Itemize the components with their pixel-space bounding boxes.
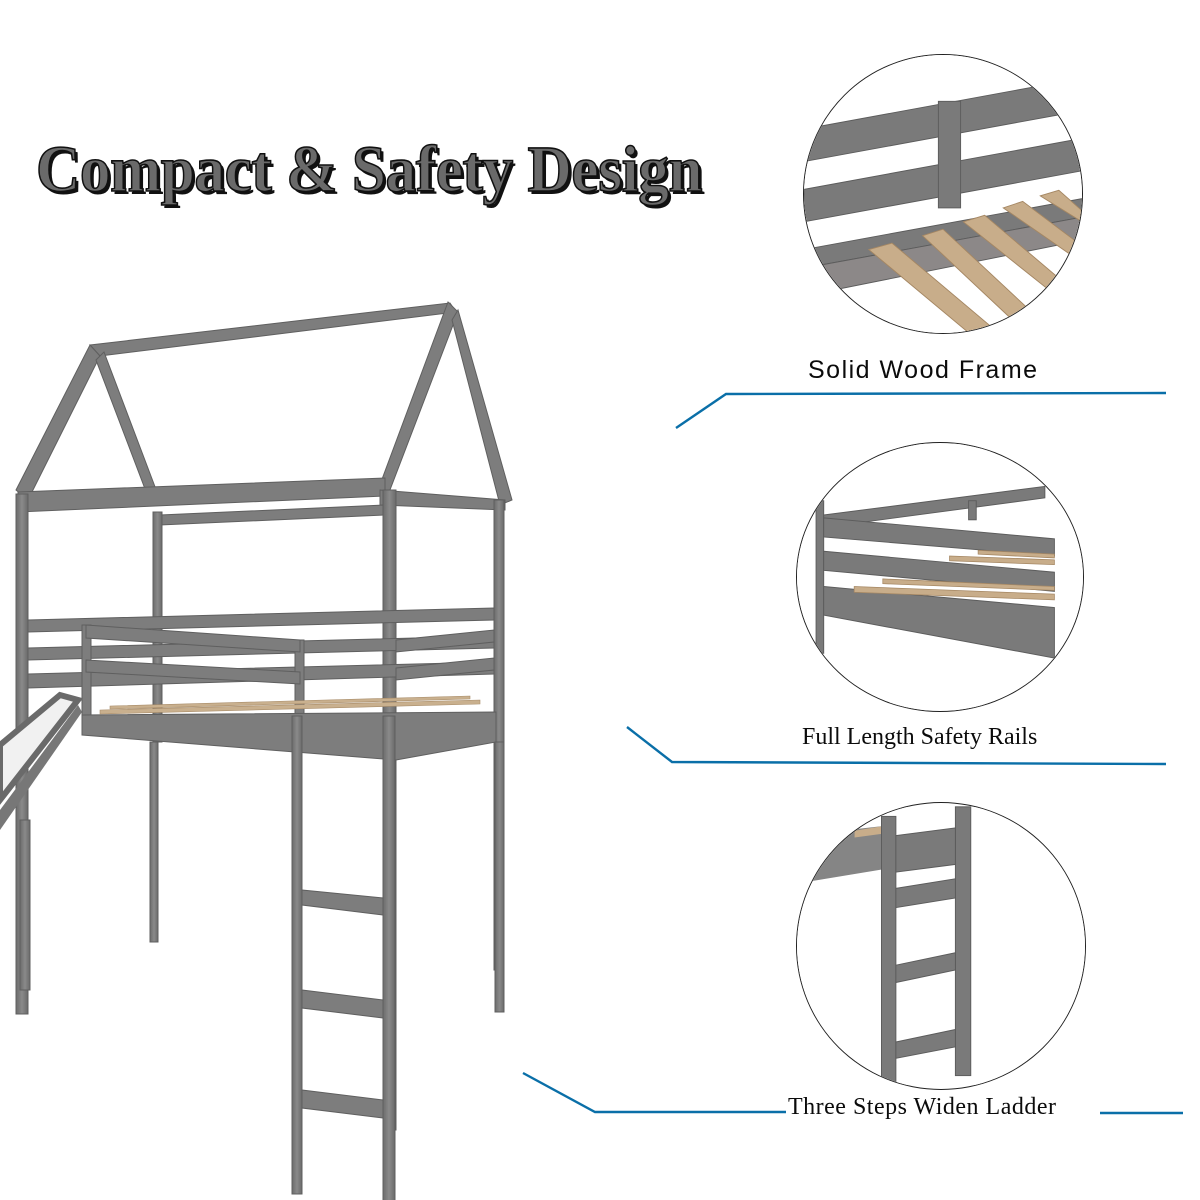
- headline-title: Compact & Safety Design: [35, 132, 703, 207]
- ladder-closeup-icon: [797, 806, 1085, 1086]
- callout-label-full-length-safety-rails: Full Length Safety Rails: [802, 724, 1038, 750]
- detail-circle-safety-rails: [796, 442, 1084, 712]
- callout-label-three-steps-widen-ladder: Three Steps Widen Ladder: [788, 1094, 1057, 1120]
- guard-rails-closeup-icon: [797, 443, 1083, 711]
- leader-line-ladder: [522, 1071, 786, 1114]
- leader-line-frame: [675, 391, 1167, 429]
- leader-line-rails: [626, 726, 1167, 766]
- detail-circle-ladder: [796, 802, 1086, 1090]
- bed-rail-slats-closeup-icon: [804, 55, 1082, 333]
- detail-circle-solid-wood-frame: [803, 54, 1083, 334]
- callout-label-solid-wood-frame: Solid Wood Frame: [808, 356, 1039, 384]
